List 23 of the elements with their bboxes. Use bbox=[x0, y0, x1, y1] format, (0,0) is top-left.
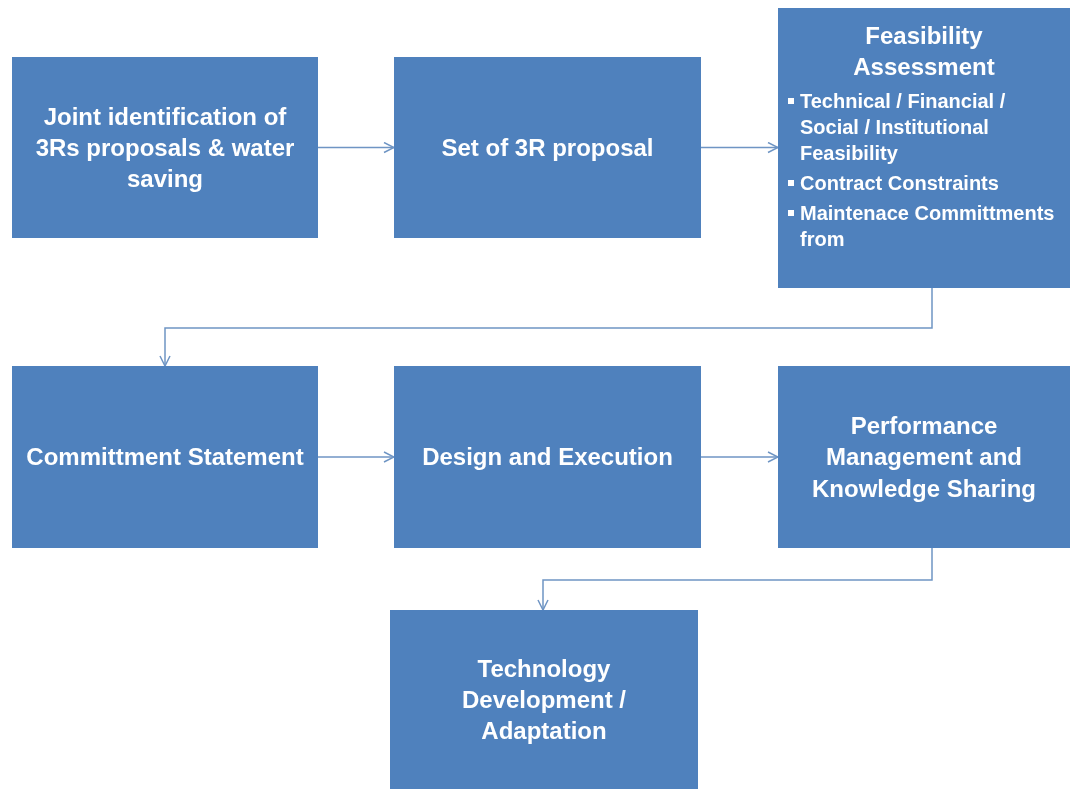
arrow bbox=[317, 141, 395, 154]
arrow bbox=[317, 451, 395, 463]
process-box bbox=[390, 610, 698, 789]
arrow bbox=[700, 141, 779, 154]
arrow bbox=[537, 547, 933, 611]
box-label: Committment Statement bbox=[26, 442, 304, 473]
process-box bbox=[394, 57, 701, 238]
box-label: Set of 3R proposal bbox=[441, 132, 654, 163]
process-box bbox=[12, 366, 318, 548]
arrow bbox=[159, 287, 933, 367]
box-label: Technology Development / Adaptation bbox=[460, 653, 627, 747]
process-box bbox=[394, 366, 701, 548]
bullet-item: Maintenace Committments from bbox=[800, 201, 1056, 253]
process-box bbox=[12, 57, 318, 238]
process-box bbox=[778, 366, 1070, 548]
box-heading: Feasibility Assessment bbox=[852, 21, 996, 83]
bullet-item: Technical / Financial / Social / Institutional Feasibility bbox=[800, 89, 1007, 167]
arrow bbox=[700, 451, 779, 463]
bullet-item: Contract Constraints bbox=[800, 171, 999, 197]
process-box bbox=[778, 8, 1070, 288]
box-label: Joint identification of 3Rs proposals & water saving bbox=[34, 101, 296, 195]
box-label: Performance Management and Knowledge Sharing bbox=[811, 411, 1037, 504]
box-label: Design and Execution bbox=[422, 442, 673, 473]
